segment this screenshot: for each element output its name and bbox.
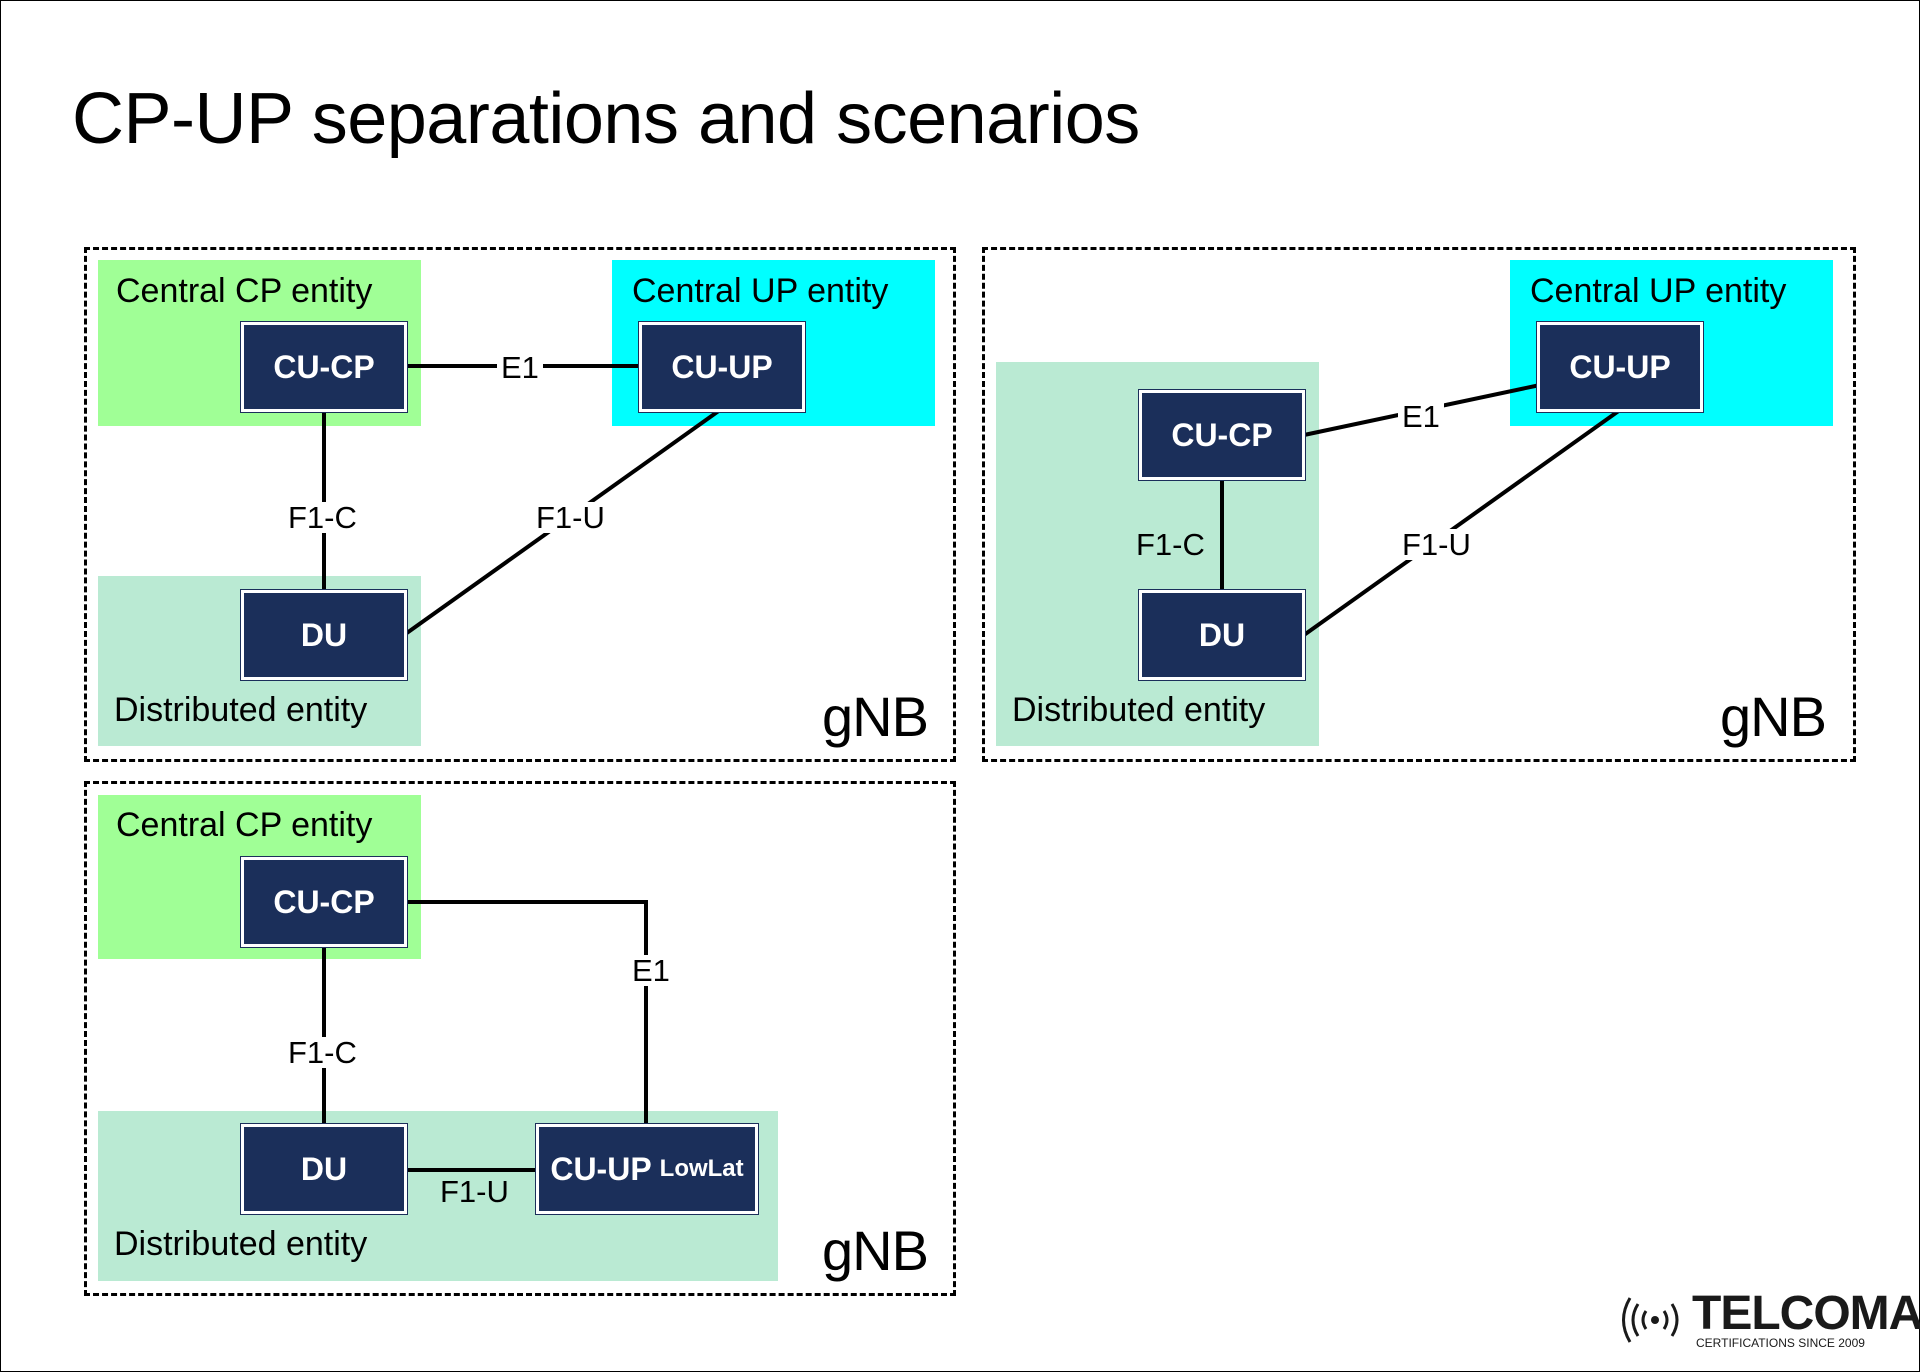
scenario-3-lowlat-suffix: LowLat <box>659 1155 744 1182</box>
page-title: CP-UP separations and scenarios <box>72 79 1140 159</box>
scenario-2-gnb-label: gNB <box>1720 685 1827 748</box>
scenario-1-gnb-label: gNB <box>822 685 929 748</box>
scenario-3-gnb <box>84 781 956 1296</box>
telcoma-logo: TELCOMA CERTIFICATIONS SINCE 2009 <box>1620 1290 1920 1350</box>
scenario-2-cu-up-node: CU-UP <box>1537 322 1703 412</box>
scenario-3-f1u-label: F1-U <box>436 1176 513 1207</box>
scenario-1-f1u-label: F1-U <box>532 502 609 533</box>
scenario-1-gnb <box>84 247 956 762</box>
scenario-1-central-up-label: Central UP entity <box>632 272 889 310</box>
scenario-3-f1c-label: F1-C <box>284 1037 361 1068</box>
scenario-3-e1-label: E1 <box>628 955 674 986</box>
scenario-3-distributed-label: Distributed entity <box>114 1225 368 1263</box>
scenario-2-du-node: DU <box>1139 590 1305 680</box>
scenario-1-cu-cp-node: CU-CP <box>241 322 407 412</box>
scenario-3-du-node: DU <box>241 1124 407 1214</box>
logo-tagline: CERTIFICATIONS SINCE 2009 <box>1696 1336 1865 1350</box>
scenario-2-e1-label: E1 <box>1398 401 1444 432</box>
scenario-1-f1c-label: F1-C <box>284 502 361 533</box>
scenario-3-central-cp-label: Central CP entity <box>116 806 373 844</box>
scenario-1-du-node: DU <box>241 590 407 680</box>
logo-name: TELCOMA <box>1692 1287 1920 1340</box>
scenario-2-f1c-label: F1-C <box>1132 529 1209 560</box>
scenario-1-cu-up-node: CU-UP <box>639 322 805 412</box>
scenario-1-e1-label: E1 <box>497 352 543 383</box>
scenario-3-e1-link <box>404 900 648 1126</box>
scenario-3-gnb-label: gNB <box>822 1219 929 1282</box>
scenario-2-f1u-label: F1-U <box>1398 529 1475 560</box>
scenario-2-central-up-label: Central UP entity <box>1530 272 1787 310</box>
scenario-2-f1u-link <box>1302 408 1622 637</box>
scenario-1-central-cp-label: Central CP entity <box>116 272 373 310</box>
scenario-2-cu-cp-node: CU-CP <box>1139 390 1305 480</box>
scenario-3-cu-up-lowlat-node: CU-UP LowLat <box>536 1124 758 1214</box>
scenario-2-gnb <box>982 247 1856 762</box>
scenario-3-cu-up-lowlat-text: CU-UP <box>550 1150 652 1187</box>
scenario-2-distributed-label: Distributed entity <box>1012 691 1266 729</box>
scenario-1-distributed-label: Distributed entity <box>114 691 368 729</box>
signal-waves-icon <box>1622 1297 1679 1343</box>
scenario-3-cu-cp-node: CU-CP <box>241 857 407 947</box>
